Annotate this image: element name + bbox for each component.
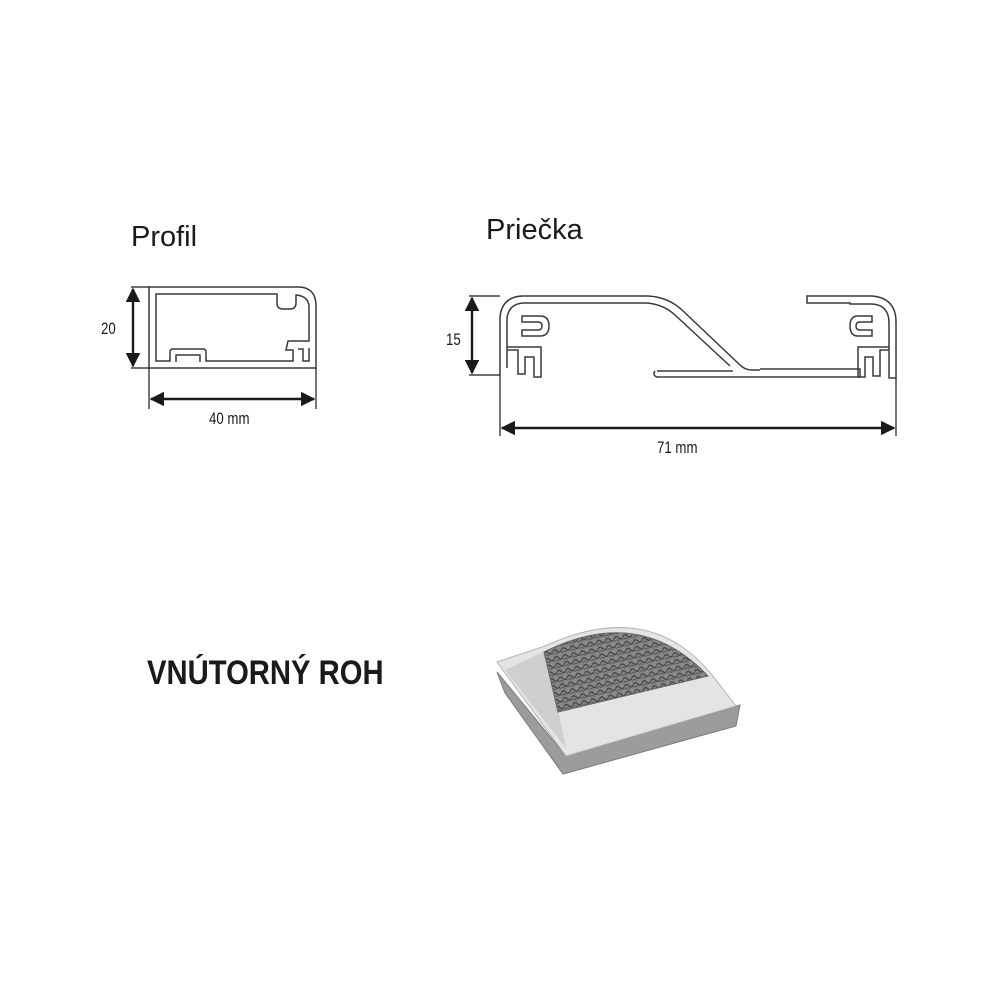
profil-bottom-slot (175, 354, 201, 362)
corner-piece-illustration (496, 627, 741, 775)
priecka-lower-flange (653, 368, 861, 378)
corner-mesh-insert (543, 632, 709, 713)
profil-outer-outline (148, 286, 317, 369)
priecka-dimensions (464, 295, 897, 436)
profil-title: Profil (131, 221, 198, 253)
profil-section (148, 286, 317, 369)
priecka-left-head-inner (506, 302, 731, 368)
profil-width-label: 40 mm (209, 409, 250, 428)
profil-dimensions (125, 286, 317, 409)
corner-title: VNÚTORNÝ ROH (147, 654, 384, 692)
priecka-height-label: 15 (446, 330, 461, 349)
priecka-left-head (499, 295, 760, 375)
profil-inner-outline (155, 293, 310, 362)
priecka-left-clip (521, 315, 550, 337)
priecka-width-label: 71 mm (657, 438, 698, 457)
corner-inner-bevel (505, 651, 566, 748)
priecka-left-foot (507, 346, 542, 378)
priecka-right-head (806, 295, 897, 379)
profil-right-hook (298, 348, 310, 362)
profil-height-label: 20 (101, 319, 116, 338)
priecka-title: Priečka (486, 214, 583, 246)
priecka-right-foot (857, 346, 889, 378)
priecka-section (499, 295, 897, 379)
priecka-right-clip (849, 315, 873, 337)
